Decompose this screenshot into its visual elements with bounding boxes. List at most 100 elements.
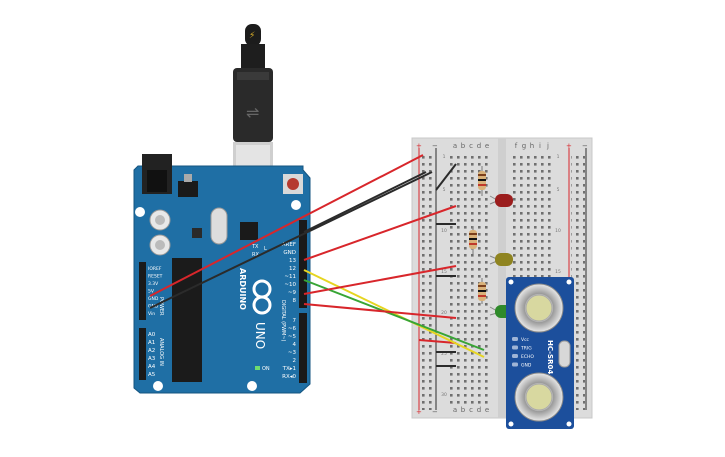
sensor-pin[interactable] [512,354,518,358]
column-letter: h [530,142,534,150]
column-letter: e [485,406,489,414]
resistor-2[interactable] [469,226,477,254]
svg-text:⇌: ⇌ [246,103,259,122]
wire-pin13-red[interactable] [303,205,457,261]
rx-label: RX [252,252,259,258]
power-pin-label: 5V [148,289,155,295]
resistor-3[interactable] [478,278,486,304]
row-number: 1 [557,154,560,160]
svg-text:−: − [432,408,438,416]
digital-pin-label: 4 [293,342,297,348]
usb-cable[interactable]: ⚡ ⇌ [233,24,273,188]
wire-gnd-black[interactable] [149,171,433,309]
row-number: 5 [557,187,560,193]
power-pin-label: Vin [148,311,155,317]
wires[interactable] [149,154,485,358]
digital-pin-label: 8 [293,298,297,304]
svg-text:−: − [432,142,438,150]
column-letter: d [477,406,481,414]
column-letter: d [477,142,481,150]
row-number: 30 [441,392,447,398]
power-header[interactable] [139,262,146,320]
arduino-board[interactable]: ARDUINO UNO DIGITAL (PWM~) POWER ANALOG … [133,154,311,394]
sensor-pin[interactable] [512,345,518,350]
digital-pin-label: ~9 [288,290,297,296]
on-label: ON [262,366,270,372]
digital-pin-label: ~5 [288,334,297,340]
wire-pin8-red[interactable] [303,303,457,319]
power-pin-label: 3.3V [148,281,159,287]
column-letter: a [453,142,457,150]
led-yellow[interactable] [489,253,513,266]
row-number: 20 [441,310,447,316]
digital-pin-label: 13 [289,258,296,264]
digital-label: DIGITAL (PWM~) [280,300,286,342]
wire-pin11-green[interactable] [303,279,485,351]
digital-pin-label: ~10 [284,282,296,288]
svg-text:+: + [416,408,422,416]
digital-pin-label: ~6 [288,326,297,332]
mounting-hole [247,381,257,391]
sensor-name: HC-SR04 [546,340,554,374]
l-label: L [264,246,267,252]
column-letter: j [546,142,549,150]
digital-pin-label: ~3 [288,350,297,356]
digital-pin-label: 12 [289,266,296,272]
digital-header-bottom[interactable] [299,313,307,383]
column-letter: g [522,142,526,150]
analog-header[interactable] [139,328,146,380]
digital-pin-label: AREF [282,242,296,248]
breadboard-jumpers[interactable] [418,163,457,367]
sensor-pin-label: TRIG [520,346,532,352]
sensor-pin-label: Vcc [521,337,530,343]
svg-text:+: + [566,142,572,150]
usb-chip [240,222,258,240]
digital-pin-label: GND [283,250,296,256]
voltage-regulator [178,181,198,197]
svg-text:⚡: ⚡ [249,31,255,41]
sensor-pin[interactable] [512,362,518,367]
analog-pin-label: A3 [148,356,156,362]
analog-label: ANALOG IN [158,338,164,366]
digital-pin-label: TX▸1 [282,366,296,372]
column-letter: i [539,142,541,150]
sensor-pin[interactable] [512,337,518,341]
analog-pin-label: A1 [148,340,155,346]
mounting-hole [135,207,145,217]
arduino-logo-text: ARDUINO [238,268,247,310]
power-pin-label: GND [148,296,159,302]
row-number: 10 [555,228,561,234]
wire-pin9-red[interactable] [303,265,457,295]
resistor-1[interactable] [478,166,486,196]
column-letter: c [469,142,473,150]
column-letter: b [461,406,466,414]
row-number: 15 [441,269,447,275]
row-number: 25 [441,351,447,357]
analog-pin-label: A4 [148,364,156,370]
analog-pin-label: A5 [148,372,156,378]
power-label: POWER [158,297,164,316]
power-pin-label: IOREF [148,266,162,272]
analog-pin-label: A0 [148,332,156,338]
row-number: 5 [443,187,446,193]
row-number: 15 [555,269,561,275]
column-letter: a [453,406,457,414]
row-number: 1 [443,154,446,160]
wire-gnd-top-black[interactable] [303,171,427,233]
wire-5v-red[interactable] [149,154,424,297]
mounting-hole [153,381,163,391]
analog-pin-label: A2 [148,348,155,354]
wire-pin12-yellow[interactable] [303,269,485,358]
digital-pin-label: 7 [293,318,297,324]
led-red[interactable] [489,194,513,207]
digital-header-top[interactable] [299,220,307,308]
crystal [210,207,228,245]
mounting-hole [291,200,301,210]
microcontroller-chip [172,258,202,382]
row-number: 10 [441,228,447,234]
digital-pin-label: RX◂0 [282,374,296,380]
arduino-logo-icon [252,279,272,315]
